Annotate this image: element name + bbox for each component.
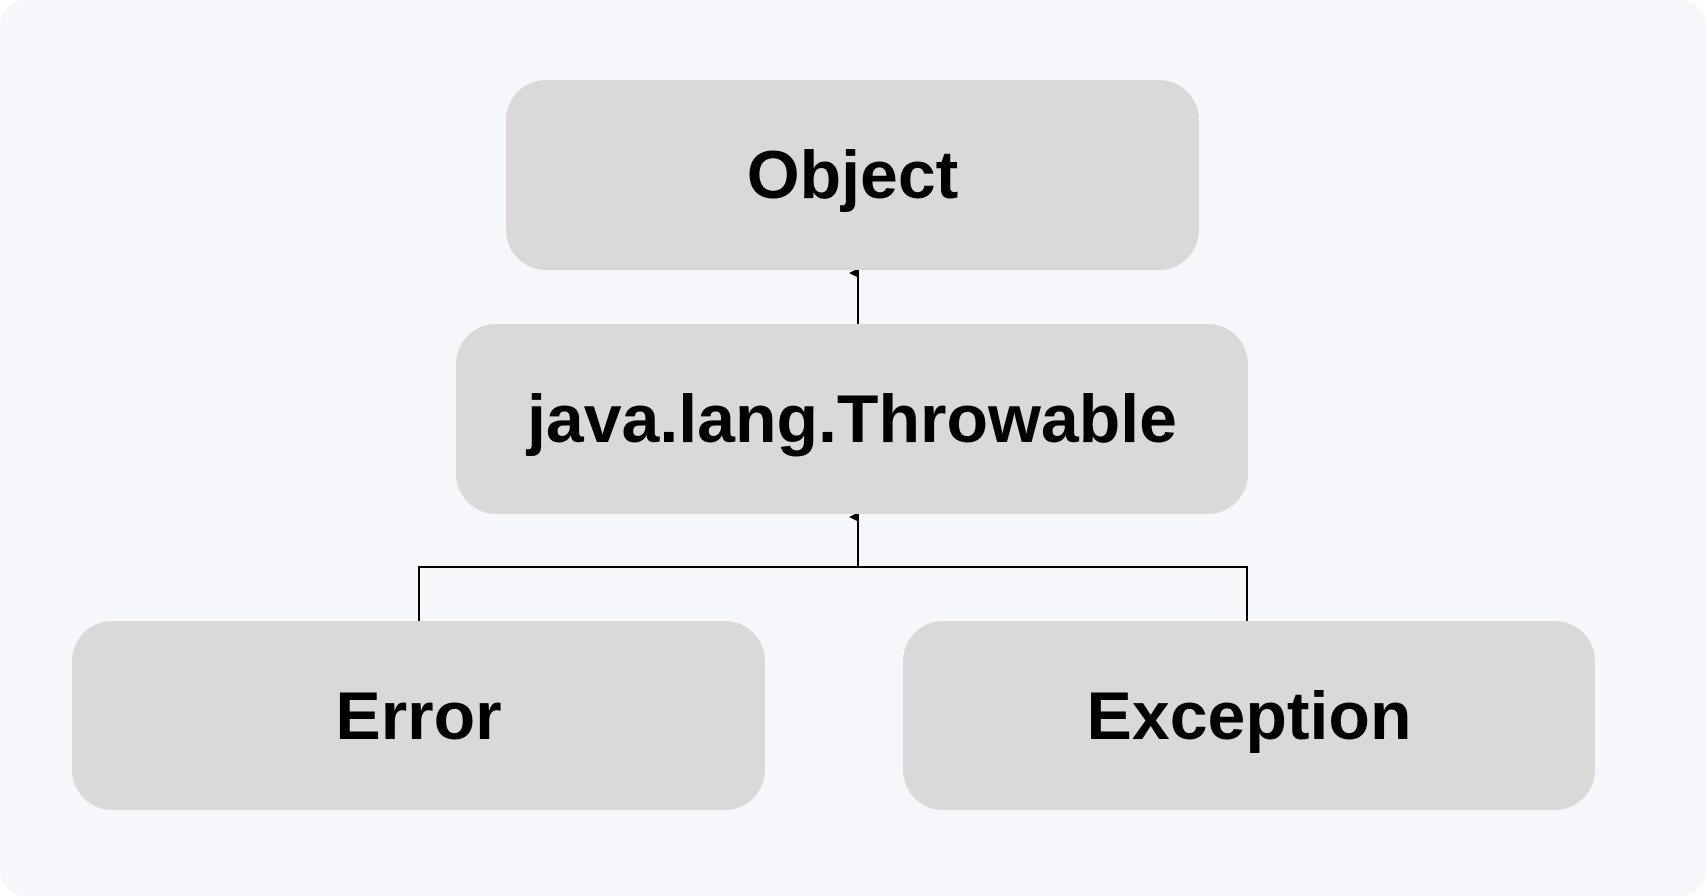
edge-exception-to-throwable <box>858 566 1248 621</box>
node-error-label: Error <box>335 677 502 754</box>
edge-error-to-throwable <box>418 566 858 621</box>
node-error: Error <box>72 621 765 810</box>
node-object-label: Object <box>746 137 959 213</box>
node-throwable-label: java.lang.Throwable <box>527 381 1177 457</box>
node-exception: Exception <box>903 621 1595 810</box>
node-throwable: java.lang.Throwable <box>456 324 1248 514</box>
node-exception-label: Exception <box>1086 677 1412 754</box>
node-object: Object <box>506 80 1199 270</box>
